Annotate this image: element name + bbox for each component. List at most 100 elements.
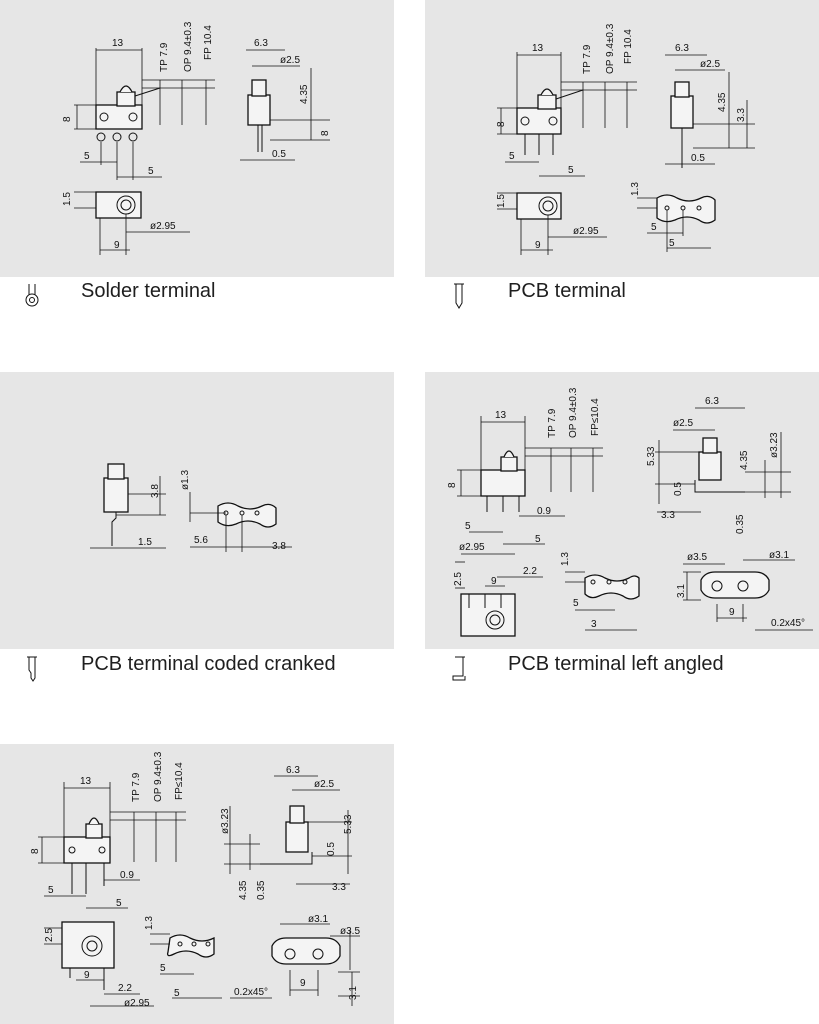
dim-5-right: 5 [148, 166, 154, 177]
angled-pin [260, 852, 313, 865]
front-plunger [702, 437, 718, 454]
dim-1-5: 1.5 [496, 194, 507, 208]
drawing-pcb-terminal: 13 TP 7.9 OP 9.4±0.3 FP 10.4 8 5 5 6.3 ø… [496, 23, 755, 255]
cranked-pin [111, 512, 117, 546]
dim-8: 8 [30, 848, 41, 854]
front-body [670, 95, 694, 129]
caption-pcb-terminal: PCB terminal [508, 280, 626, 302]
dim-4-35: 4.35 [739, 450, 750, 470]
dim-dia-3-1: ø3.1 [769, 550, 789, 561]
dim-6-3: 6.3 [675, 43, 689, 54]
panel-pcb-coded-cranked: 3.8 1.5 ø1.3 5.6 3.8 [0, 372, 394, 649]
dim-dia-2-5: ø2.5 [314, 779, 334, 790]
bottom-body [61, 921, 115, 969]
dim-4-35: 4.35 [238, 880, 249, 900]
dim-2-2: 2.2 [523, 566, 537, 577]
dim-3-1: 3.1 [676, 584, 687, 598]
switch-body [63, 836, 111, 864]
dim-fp: FP 10.4 [203, 25, 214, 60]
dim-op: OP 9.4±0.3 [605, 23, 616, 74]
dim-8: 8 [62, 116, 73, 122]
drawing-right-angled: 13 TP 7.9 OP 9.4±0.3 FP≤10.4 8 5 5 0.9 6… [30, 751, 360, 1009]
dim-tp: TP 7.9 [131, 772, 142, 802]
dim-13: 13 [532, 43, 544, 54]
dim-8: 8 [496, 121, 507, 127]
dim-3-3: 3.3 [661, 510, 675, 521]
dim-9: 9 [114, 240, 120, 251]
dim-3-3: 3.3 [736, 108, 747, 122]
dim-4-35: 4.35 [717, 92, 728, 112]
angled-pin [694, 480, 745, 493]
dim-1-3: 1.3 [144, 916, 155, 930]
dim-5-pcb-a: 5 [651, 222, 657, 233]
dim-dia-2-95: ø2.95 [124, 998, 150, 1009]
front-plunger [289, 805, 305, 824]
dim-dia-2-95: ø2.95 [573, 226, 599, 237]
dim-0-35: 0.35 [735, 514, 746, 534]
dim-13: 13 [495, 410, 507, 421]
dim-1-3: 1.3 [630, 182, 641, 196]
solder-terminal-icon [25, 284, 39, 307]
switch-body [95, 104, 143, 130]
dim-9: 9 [535, 240, 541, 251]
cranked-terminal-icon [27, 656, 37, 682]
dim-dia-2-5: ø2.5 [700, 59, 720, 70]
dim-5-right: 5 [535, 534, 541, 545]
dim-5-pcb-b: 5 [174, 988, 180, 999]
dim-9-pcb: 9 [300, 978, 306, 989]
caption-coded-cranked: PCB terminal coded cranked [81, 653, 336, 675]
pcb-layout [656, 194, 716, 224]
pcb-layout [166, 934, 215, 958]
dim-fp-le: FP≤10.4 [174, 762, 185, 800]
front-plunger [674, 81, 690, 98]
dim-chamfer: 0.2x45° [234, 987, 268, 998]
actuator-tip [119, 85, 133, 93]
pcb-terminal-icon [454, 283, 464, 309]
dim-5-left: 5 [84, 151, 90, 162]
dim-dia-1-3: ø1.3 [180, 470, 191, 490]
dim-fp-le: FP≤10.4 [590, 398, 601, 436]
dim-9-pcb: 9 [729, 607, 735, 618]
actuator-plunger [116, 91, 136, 107]
dim-chamfer: 0.2x45° [771, 618, 805, 629]
dim-fp: FP 10.4 [623, 29, 634, 64]
left-angled-terminal-icon [452, 656, 466, 681]
dim-5-left: 5 [48, 885, 54, 896]
actuator-plunger [500, 456, 518, 472]
dim-5-6: 5.6 [194, 535, 208, 546]
dim-5-33: 5.33 [646, 446, 657, 466]
lever [134, 87, 161, 97]
dim-dia-3-23: ø3.23 [220, 808, 231, 834]
pcb-layout [584, 574, 640, 600]
dim-3-8-pcb: 3.8 [272, 541, 286, 552]
dim-5-pcb-a: 5 [160, 963, 166, 974]
dim-9: 9 [491, 576, 497, 587]
front-body [698, 451, 722, 481]
front-body [285, 821, 309, 853]
drawing-solder-terminal: 13 TP 7.9 OP 9.4±0.3 FP 10.4 8 5 5 6.3 ø… [62, 21, 331, 255]
dim-6-3: 6.3 [254, 38, 268, 49]
dim-13: 13 [80, 776, 92, 787]
dim-4-35: 4.35 [299, 84, 310, 104]
switch-body [516, 107, 562, 135]
dim-2-2: 2.2 [118, 983, 132, 994]
dim-3-8: 3.8 [150, 484, 161, 498]
switch-body [480, 469, 526, 497]
dim-5-right: 5 [568, 165, 574, 176]
actuator-plunger [85, 823, 103, 839]
dim-2-5: 2.5 [453, 572, 464, 586]
dim-13: 13 [112, 38, 124, 49]
caption-left-angled: PCB terminal left angled [508, 653, 724, 675]
mount-hole-left [99, 112, 109, 122]
front-plunger [251, 79, 267, 97]
dim-1-5: 1.5 [62, 192, 73, 206]
dim-9: 9 [84, 970, 90, 981]
panel-right-angled: 13 TP 7.9 OP 9.4±0.3 FP≤10.4 8 5 5 0.9 6… [0, 744, 394, 1024]
dim-dia-3-23: ø3.23 [769, 432, 780, 458]
dim-0-5: 0.5 [326, 842, 337, 856]
caption-solder-terminal: Solder terminal [81, 280, 216, 302]
dim-op: OP 9.4±0.3 [568, 387, 579, 438]
dim-dia-3-1: ø3.1 [308, 914, 328, 925]
pcb-layout [217, 502, 277, 528]
dim-tp: TP 7.9 [547, 408, 558, 438]
